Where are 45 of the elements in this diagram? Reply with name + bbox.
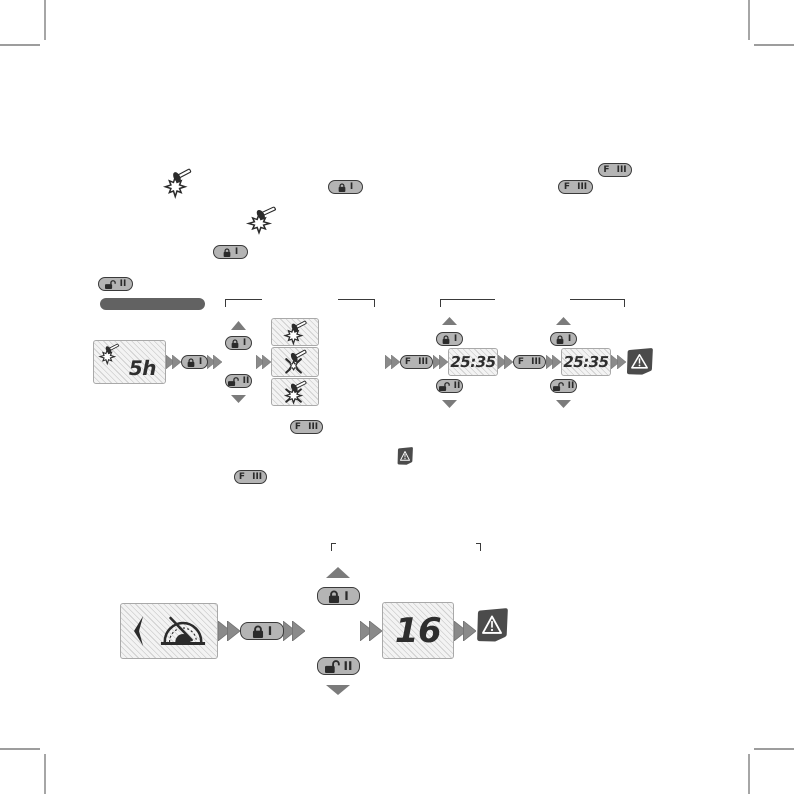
function-key-button: F III	[513, 355, 546, 369]
lock-key-button: I	[328, 180, 363, 194]
function-key-button: F III	[290, 420, 323, 434]
double-chevron-arrow	[432, 354, 448, 370]
lock-key-button: I	[436, 332, 463, 346]
lcd-display	[271, 378, 319, 406]
unlock-key-button: II	[225, 374, 252, 388]
double-chevron-arrow	[218, 620, 240, 642]
double-chevron-arrow	[546, 354, 562, 370]
lcd-readout: 16	[394, 614, 442, 648]
double-chevron-arrow	[206, 354, 222, 370]
function-key-button: F III	[234, 470, 267, 484]
unlock-key-button: II	[98, 277, 133, 291]
function-key-button: F III	[558, 180, 593, 194]
lcd-readout: 25:35	[563, 354, 609, 370]
unlock-key-button: II	[436, 379, 463, 393]
lcd-readout: 25:35	[450, 354, 496, 370]
lock-key-button: I	[317, 587, 360, 605]
lock-key-button: I	[181, 355, 208, 369]
double-chevron-arrow	[256, 354, 272, 370]
lock-key-button: I	[213, 245, 248, 259]
lcd-readout: 5h	[128, 358, 156, 378]
double-chevron-arrow	[498, 354, 514, 370]
lcd-display	[561, 348, 611, 376]
lcd-display	[271, 347, 319, 377]
lcd-display	[120, 603, 218, 659]
warning-icon	[476, 608, 508, 642]
lcd-display	[93, 340, 166, 384]
unlock-key-button: II	[550, 379, 577, 393]
lock-key-button: I	[225, 336, 252, 350]
function-key-button: F III	[400, 355, 433, 369]
double-chevron-arrow	[283, 620, 306, 642]
warning-icon	[626, 348, 653, 375]
double-chevron-arrow	[166, 354, 182, 370]
lcd-display	[448, 348, 498, 376]
lock-key-button: I	[240, 622, 284, 640]
double-chevron-arrow	[454, 620, 476, 642]
function-key-button: F III	[598, 163, 632, 177]
double-chevron-arrow	[610, 354, 626, 370]
lcd-display	[271, 318, 319, 346]
lcd-display	[382, 602, 454, 659]
double-chevron-arrow	[360, 620, 382, 642]
double-chevron-arrow	[384, 354, 400, 370]
lock-key-button: I	[550, 332, 577, 346]
unlock-key-button: II	[317, 657, 360, 675]
